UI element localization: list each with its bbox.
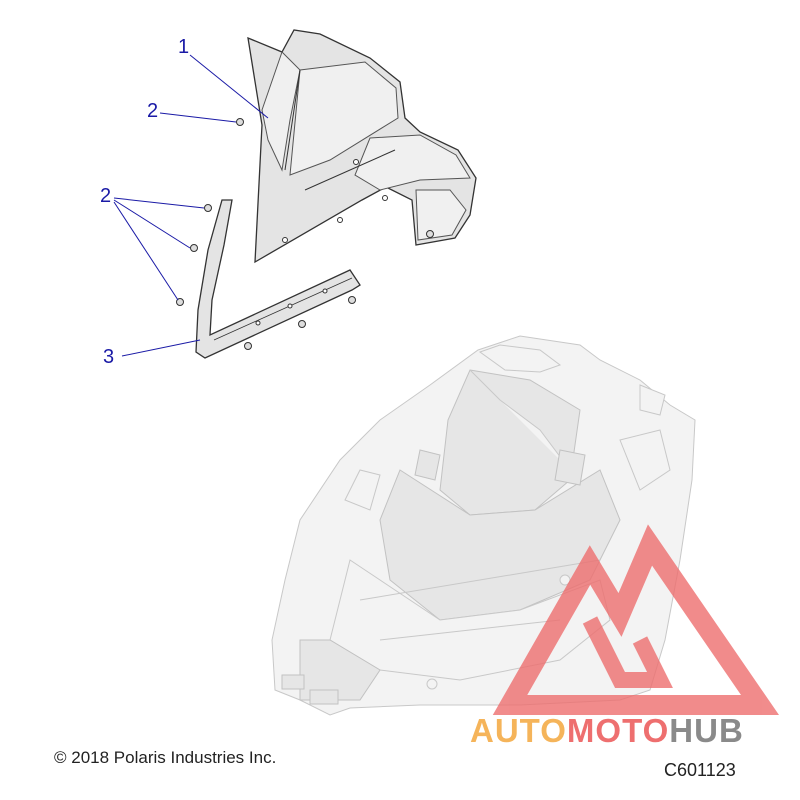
callout-1: 1 xyxy=(178,36,189,58)
hood-assembly-ghost xyxy=(271,335,696,716)
callout-2-upper: 2 xyxy=(147,100,158,122)
watermark-logo-mark xyxy=(492,524,780,715)
fasteners-part-2 xyxy=(176,118,434,350)
figure-code: C601123 xyxy=(664,760,736,780)
watermark-text: AUTOMOTOHUB xyxy=(470,712,744,750)
trim-strip-part-3 xyxy=(195,199,361,359)
copyright-text: © 2018 Polaris Industries Inc. xyxy=(54,748,277,767)
watermark-part-moto: MOTO xyxy=(566,712,670,749)
watermark-part-hub: HUB xyxy=(669,712,744,749)
side-panel-part-1 xyxy=(247,29,477,264)
callout-3: 3 xyxy=(103,346,114,368)
callout-2-lower: 2 xyxy=(100,185,111,207)
leader-lines xyxy=(113,54,269,357)
watermark-part-auto: AUTO xyxy=(470,712,567,749)
